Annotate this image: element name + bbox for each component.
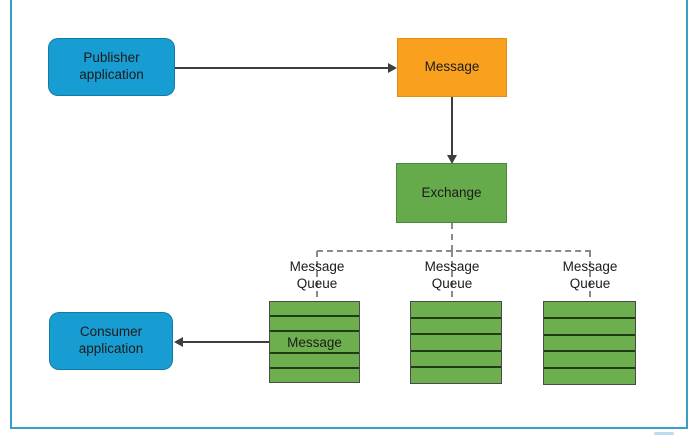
exchange-node: Exchange [396,163,507,223]
queue-row [411,335,501,352]
queue-row [411,368,501,383]
message-node: Message [397,38,507,97]
queue-row [411,302,501,319]
message-queue-3 [543,301,636,385]
frame-border-right [686,0,688,429]
frame-border-bottom [10,427,688,429]
message-queue-2 [410,301,502,384]
dashed-connector-exchange [451,223,453,251]
dashed-connector-trunk [317,250,591,252]
queue-row [544,318,635,336]
message-queue-1: Message [269,301,360,383]
publisher-application-node: Publisher application [48,38,175,96]
queue-row [411,318,501,336]
queue-row [270,302,359,318]
queue-3-label: Message Queue [562,259,618,291]
scroll-artifact [654,432,674,435]
queue-row [544,335,635,353]
arrow-publisher-to-message [175,67,390,69]
queue-1-label: Message Queue [289,259,345,291]
queue-row [544,302,635,319]
arrow-queue-to-consumer [182,341,269,343]
frame-border-left [10,0,12,429]
dashed-connector-queue-1 [316,251,318,297]
queue-row [270,368,359,383]
queue-row [544,369,635,384]
queue-2-label: Message Queue [424,259,480,291]
queue-row [544,352,635,370]
arrowhead-right-icon [388,63,397,73]
dashed-connector-queue-3 [589,251,591,297]
arrow-message-to-exchange [451,97,453,157]
arrowhead-left-icon [174,337,183,347]
queue-row [411,351,501,369]
queue-row [270,317,359,333]
consumer-application-node: Consumer application [49,312,173,370]
queue-row-message: Message [270,332,359,354]
queue-row [270,353,359,369]
arrowhead-down-icon [447,155,457,164]
dashed-connector-queue-2 [451,251,453,297]
